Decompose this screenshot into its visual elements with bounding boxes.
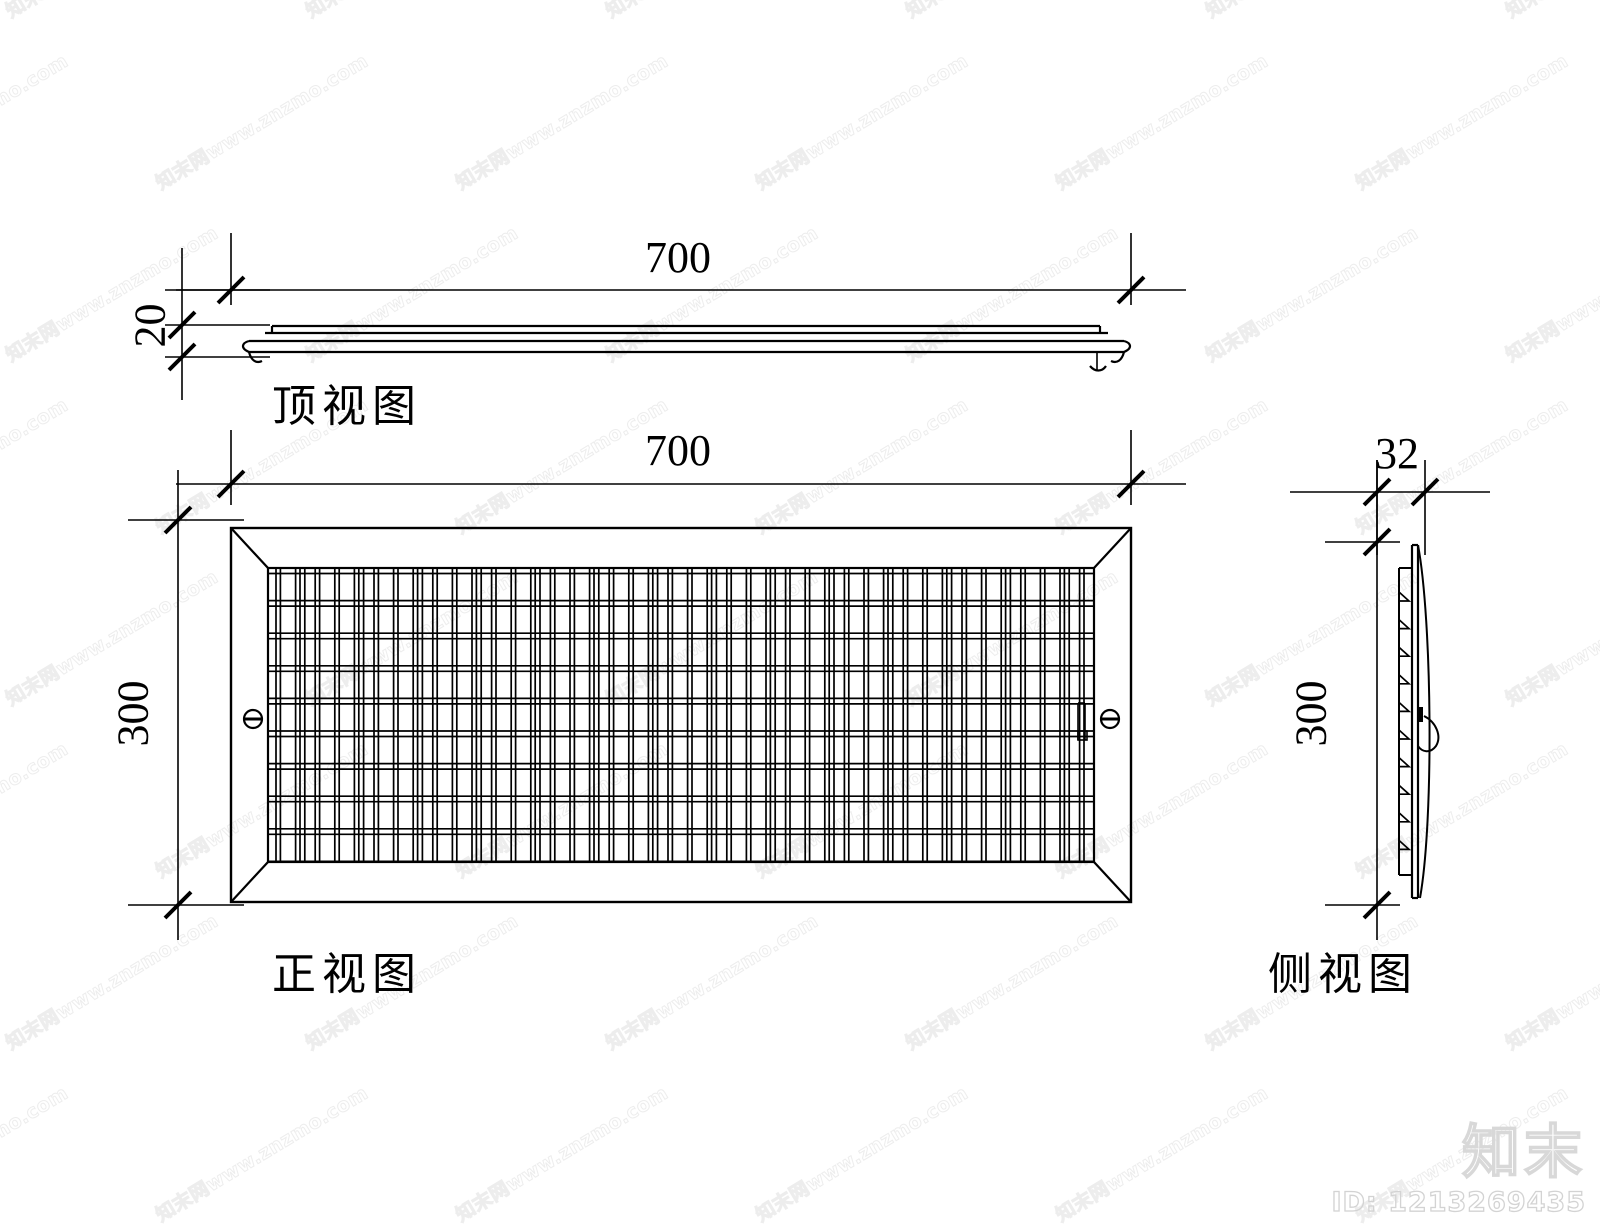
dimension-top-thickness: 20 — [125, 303, 175, 348]
side-view-group — [1290, 460, 1490, 940]
dimension-side-height: 300 — [1286, 680, 1336, 747]
side-blade — [1398, 646, 1412, 658]
top-view-group — [165, 233, 1186, 400]
view-label-front: 正视图 — [272, 950, 422, 999]
side-blade — [1398, 729, 1412, 740]
brand-id: ID: 1213269435 — [1331, 1186, 1586, 1218]
screw-left — [242, 708, 264, 730]
side-blade — [1398, 812, 1412, 823]
side-blade — [1398, 618, 1412, 630]
brand-block: 知末 ID: 1213269435 — [1331, 1118, 1586, 1219]
latch-detail — [1077, 702, 1088, 741]
side-blade — [1398, 784, 1412, 796]
side-blade — [1398, 839, 1412, 851]
view-label-side: 侧视图 — [1268, 950, 1418, 999]
screw-right — [1099, 708, 1121, 730]
side-blade — [1398, 756, 1412, 768]
side-blade — [1398, 674, 1412, 685]
dimension-front-height: 300 — [108, 680, 158, 747]
dimension-side-depth: 32 — [1375, 429, 1419, 478]
view-label-top: 顶视图 — [272, 382, 422, 431]
side-blade — [1398, 701, 1412, 713]
side-blade — [1398, 591, 1412, 602]
dimension-front-width: 700 — [645, 426, 711, 475]
brand-logo: 知末 — [1461, 1118, 1586, 1187]
front-view-group — [128, 430, 1186, 940]
dimension-top-width: 700 — [645, 233, 711, 282]
